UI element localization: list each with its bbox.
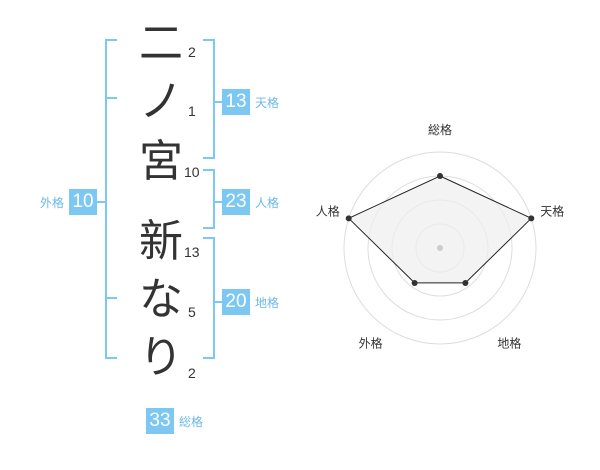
stroke-count-2: 1 bbox=[188, 103, 196, 119]
radar-polygon bbox=[347, 175, 533, 284]
stroke-count-1: 2 bbox=[188, 44, 196, 60]
name-char-4: 新 bbox=[139, 216, 183, 267]
radar-point bbox=[528, 215, 535, 222]
name-char-5: な bbox=[139, 274, 183, 325]
soukaku-label: 総格 bbox=[179, 414, 204, 429]
jinkaku-bracket bbox=[203, 169, 215, 229]
soukaku-value: 33 bbox=[146, 408, 174, 434]
radar-axis-label: 外格 bbox=[359, 336, 383, 351]
gaikaku-badge: 外格 10 bbox=[40, 189, 98, 215]
chikaku-label: 地格 bbox=[255, 295, 280, 310]
tenkaku-value: 13 bbox=[222, 89, 250, 115]
stroke-count-4: 13 bbox=[184, 244, 200, 260]
jinkaku-label: 人格 bbox=[255, 195, 280, 210]
tenkaku-label: 天格 bbox=[255, 95, 280, 110]
radar-point bbox=[345, 215, 352, 222]
stroke-count-5: 5 bbox=[188, 304, 196, 320]
gaikaku-value: 10 bbox=[69, 189, 98, 215]
name-char-1: 二 bbox=[139, 18, 183, 69]
radar-ring bbox=[343, 151, 537, 345]
radar-center-dot bbox=[437, 245, 443, 251]
stroke-count-3: 10 bbox=[184, 164, 200, 180]
tenkaku-badge: 13 天格 bbox=[222, 89, 279, 115]
radar-axis-label: 総格 bbox=[428, 122, 452, 137]
radar-point bbox=[462, 279, 469, 286]
jinkaku-value: 23 bbox=[222, 189, 250, 215]
stroke-count-6: 2 bbox=[188, 365, 196, 381]
tenkaku-bracket bbox=[203, 39, 215, 159]
radar-axis-label: 人格 bbox=[316, 204, 340, 219]
name-char-3: 宮 bbox=[139, 136, 183, 187]
name-char-2: ノ bbox=[139, 76, 183, 127]
gaikaku-bracket bbox=[105, 39, 117, 359]
jinkaku-badge: 23 人格 bbox=[222, 189, 279, 215]
radar-axis-label: 天格 bbox=[540, 204, 564, 219]
chikaku-badge: 20 地格 bbox=[222, 289, 279, 315]
soukaku-badge: 33 総格 bbox=[146, 408, 203, 434]
chikaku-bracket bbox=[203, 237, 215, 359]
radar-points bbox=[345, 173, 535, 286]
chikaku-value: 20 bbox=[222, 289, 250, 315]
radar-point bbox=[411, 279, 418, 286]
radar-point bbox=[437, 173, 443, 179]
radar-axis-label: 地格 bbox=[497, 336, 521, 351]
name-char-6: り bbox=[139, 332, 183, 383]
gaikaku-label: 外格 bbox=[40, 195, 65, 210]
